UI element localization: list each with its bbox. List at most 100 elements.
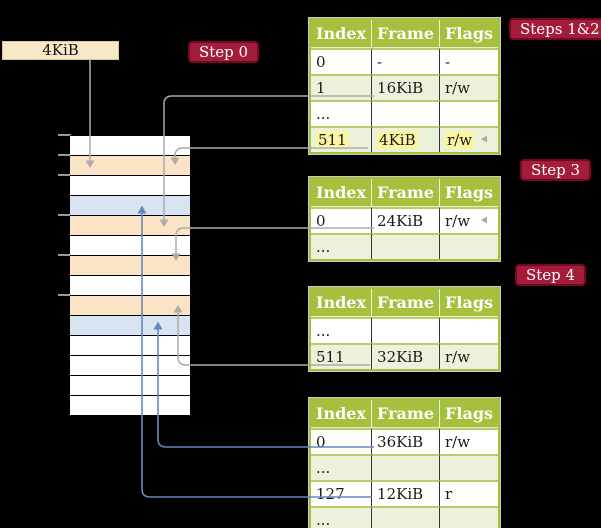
memory-row-plain [70,136,190,156]
table-cell: 24KiB [371,207,440,233]
column-header: Index [311,400,372,428]
table-cell: 12KiB [371,480,440,506]
column-header: Index [311,20,372,48]
memory-row-mapped [70,316,190,336]
badge-steps-1-2: Steps 1&2 [509,18,601,40]
table-cell: ... [311,506,372,528]
memory-row-plain [70,376,190,396]
table-cell: 32KiB [371,343,440,369]
table-cell [439,506,499,528]
table-cell [371,100,440,126]
table-cell [371,506,440,528]
memory-tick [58,254,71,256]
memory-row-mapped [70,196,190,216]
table-cell: 127 [311,480,372,506]
memory-row-pagetable [70,296,190,316]
badge-step-4: Step 4 [515,264,587,286]
memory-tick [58,174,71,176]
column-header: Flags [439,289,499,317]
badge-step-3: Step 3 [520,159,592,181]
table-cell [371,454,440,480]
table-cell: 0 [311,48,372,74]
column-header: Frame [371,179,440,207]
table-cell: r/w [439,207,499,233]
table-cell: r/w [439,343,499,369]
table-row: 0-- [311,48,499,74]
table-row: ... [311,506,499,528]
table-cell: ... [311,233,372,259]
table-cell: r [439,480,499,506]
table-cell: 16KiB [371,74,440,100]
memory-row-pagetable [70,216,190,236]
highlighted-value: r/w [445,131,475,149]
table-row: 511 4KiB r/w [311,126,499,152]
table-cell: r/w [439,126,499,152]
memory-row-plain [70,336,190,356]
table-cell: ... [311,100,372,126]
table-cell: 0 [311,207,372,233]
table-cell: r/w [439,428,499,454]
highlighted-value: 4KiB [377,131,418,149]
table-cell [439,454,499,480]
table-cell [371,233,440,259]
column-header: Index [311,289,372,317]
memory-row-pagetable [70,256,190,276]
table-cell: 0 [311,428,372,454]
physical-memory-column [70,135,190,416]
column-header: Index [311,179,372,207]
table-cell: ... [311,317,372,343]
table-cell [371,317,440,343]
frame-size-label: 4KiB [2,41,119,60]
memory-tick [58,294,71,296]
table-cell [439,317,499,343]
table-cell: 4KiB [371,126,440,152]
table-row: ... [311,100,499,126]
table-cell: 1 [311,74,372,100]
table-cell: 511 [311,126,372,152]
memory-row-plain [70,396,190,416]
table-cell: 511 [311,343,372,369]
table-cell: - [371,48,440,74]
table-row: ... [311,233,499,259]
column-header: Flags [439,179,499,207]
column-header: Flags [439,20,499,48]
table-cell: r/w [439,74,499,100]
table-cell: - [439,48,499,74]
badge-step-0: Step 0 [188,41,260,63]
memory-row-plain [70,356,190,376]
memory-tick [58,134,71,136]
column-header: Frame [371,289,440,317]
table-cell [439,100,499,126]
memory-row-pagetable [70,156,190,176]
table-row: ... [311,454,499,480]
highlighted-value: 511 [316,131,349,149]
table-row: ... [311,317,499,343]
table-cell: 36KiB [371,428,440,454]
column-header: Flags [439,400,499,428]
memory-tick [58,214,71,216]
memory-row-plain [70,276,190,296]
column-header: Frame [371,400,440,428]
memory-tick [58,154,71,156]
column-header: Frame [371,20,440,48]
memory-row-plain [70,236,190,256]
memory-row-plain [70,176,190,196]
